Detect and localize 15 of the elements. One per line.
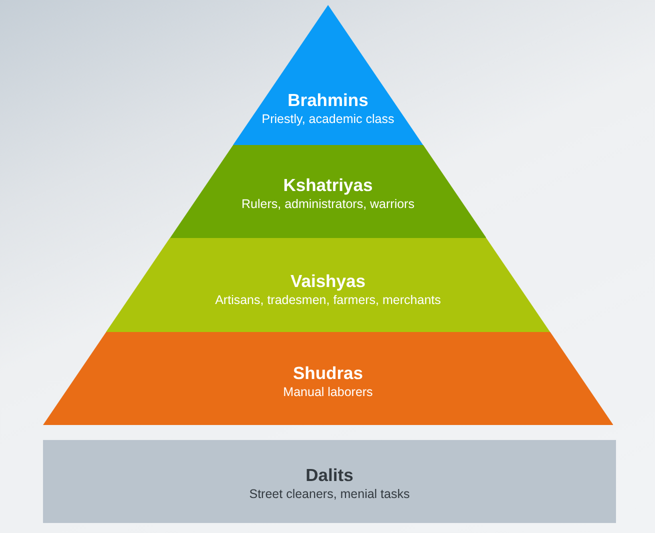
pyramid-tier	[42, 332, 614, 425]
pyramid-tier	[170, 145, 486, 238]
tier-title: Shudras	[292, 362, 363, 384]
tier-description: Rulers, administrators, warriors	[242, 196, 414, 213]
tier-title: Vaishyas	[290, 270, 366, 292]
tier-title: Kshatriyas	[283, 174, 373, 196]
tier-description: Manual laborers	[283, 384, 373, 401]
tier-title: Brahmins	[288, 89, 368, 111]
pyramid-tier	[106, 238, 550, 332]
pyramid-apex	[232, 5, 424, 145]
tier-description: Priestly, academic class	[262, 111, 394, 128]
tier-description: Street cleaners, menial tasks	[249, 486, 410, 503]
base-band	[43, 440, 616, 523]
tier-description: Artisans, tradesmen, farmers, merchants	[215, 292, 441, 309]
tier-title: Dalits	[306, 464, 354, 486]
